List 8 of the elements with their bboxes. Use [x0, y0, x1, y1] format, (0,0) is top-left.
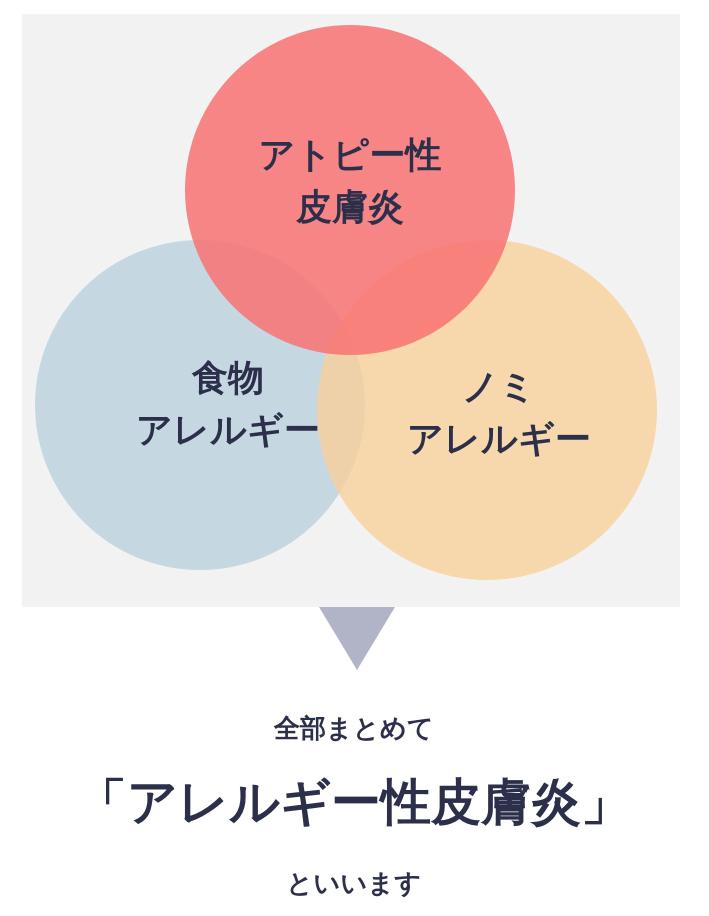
circle-label: 食物アレルギー: [136, 356, 320, 453]
caption-text: 全部まとめて: [274, 713, 434, 746]
circle-label: ノミアレルギー: [407, 366, 591, 462]
caption-text: といいます: [286, 868, 422, 902]
diagram-panel: [22, 14, 680, 607]
circle-label: アトピー性皮膚炎: [258, 134, 442, 230]
down-arrow: [319, 607, 395, 670]
headline-text: 「アレルギー性皮膚炎」: [77, 772, 631, 833]
